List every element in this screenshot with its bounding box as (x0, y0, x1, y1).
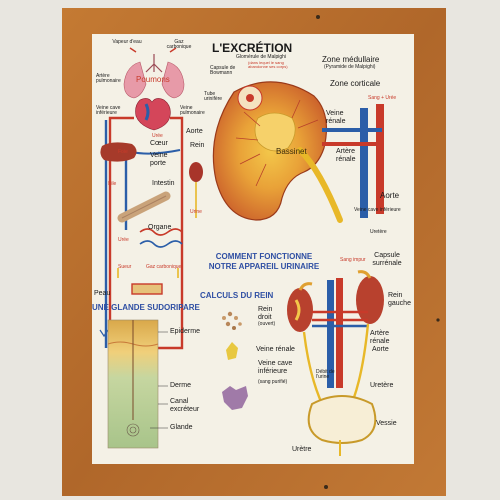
label-gaz-carbonique: Gaz carbonique (166, 39, 192, 50)
left-kidney-icon (356, 276, 384, 324)
poster-title: L'EXCRÉTION (212, 41, 293, 55)
label-uree: Urée (118, 237, 129, 243)
label-rein-droit: Rein droit (258, 306, 273, 321)
label-veine-cave-inf-left: Veine cave inférieure (96, 105, 121, 116)
label-glomerule-sub: (dans lequel le sang abandonne ses corps… (248, 60, 288, 69)
label-vessie: Vessie (376, 420, 397, 427)
small-kidney-icon (189, 162, 203, 182)
label-uree-small: Urée (152, 133, 163, 139)
label-veine-porte: Veine porte (150, 152, 168, 167)
label-intestin: Intestin (152, 180, 175, 187)
label-epiderme: Epiderme (170, 328, 200, 335)
label-organe: Organe (148, 224, 172, 231)
comment-heading-line-1: COMMENT FONCTIONNE (215, 252, 313, 261)
label-gaz-carbonique-2: Gaz carbonique (146, 264, 182, 270)
label-bile: Bile (108, 181, 117, 187)
aorta-urinary (336, 278, 343, 388)
label-sang-uree: Sang + Urée (368, 95, 397, 101)
label-vapeur: Vapeur d'eau (112, 39, 142, 45)
calculs-heading: CALCULS DU REIN (200, 291, 274, 300)
pin-icon (324, 485, 328, 489)
label-artere-renale-bottom: Artère rénale (370, 330, 390, 345)
label-uretere-bottom: Uretère (370, 382, 394, 389)
label-glande: Glande (170, 424, 193, 431)
label-ouvert: (ouvert) (258, 321, 276, 327)
label-veine-pulmonaire: Veine pulmonaire (180, 105, 205, 116)
comment-heading-line-2: NOTRE APPAREIL URINAIRE (208, 262, 320, 271)
label-aorte-top: Aorte (380, 191, 400, 200)
label-veine-renale-top: Veine rénale (326, 110, 346, 125)
bladder-icon (307, 395, 377, 444)
aorta-vessel (376, 104, 384, 214)
yellow-stone-icon (226, 342, 238, 360)
label-zone-medullaire: Zone médullaire (322, 55, 380, 64)
label-zone-corticale: Zone corticale (330, 79, 381, 88)
label-coeur: Cœur (150, 140, 168, 147)
vena-cava-vessel (360, 108, 368, 218)
organ-capillaries (139, 228, 183, 236)
kidney-ureter (297, 147, 343, 223)
label-uretre: Urètre (292, 446, 312, 453)
label-peau: Peau (94, 290, 111, 297)
kidney-section-icon (212, 81, 327, 221)
pin-icon (436, 318, 440, 322)
label-sang-impur: Sang impur (340, 257, 366, 263)
label-pyramide: (Pyramide de Malpighi) (324, 64, 376, 70)
coral-stone-icon (222, 386, 248, 410)
label-capsule-surrenale: Capsule surrénale (372, 252, 402, 267)
label-artere-pulmonaire: Artère pulmonaire (96, 73, 121, 84)
label-rein-gauche: Rein gauche (388, 292, 411, 307)
label-foie: Foie (118, 149, 128, 155)
label-bassinet: Bassinet (276, 147, 307, 156)
label-canal-excreteur: Canal excréteur (170, 398, 200, 413)
label-aorte-bottom: Aorte (372, 346, 389, 353)
label-veine-renale-bottom: Veine rénale (256, 346, 295, 353)
heart-icon (135, 98, 171, 131)
lungs-icon (123, 61, 185, 99)
label-debit-urine: Débit de l'urine (316, 369, 335, 380)
label-rein-left: Rein (190, 142, 205, 149)
label-sueur: Sueur (118, 264, 132, 270)
label-tube-urinifere: Tube urinifère (204, 91, 223, 102)
kidney-stones-icon (222, 311, 242, 330)
skin-box (131, 283, 163, 295)
label-uretere-top: Uretère (370, 229, 387, 235)
label-sang-purifie: (sang purifié) (258, 379, 288, 385)
label-veine-cave-inf-top: Veine cave inférieure (354, 207, 401, 213)
label-urine-left: Urine (190, 209, 202, 215)
label-poumons: Poumons (136, 75, 170, 84)
label-aorte-left: Aorte (186, 128, 203, 135)
label-artere-renale-top: Artère rénale (336, 148, 356, 163)
label-capsule-bowmann: Capsule de Bowmann (210, 65, 236, 76)
gland-heading: UNE GLANDE SUDORIPARE (92, 303, 200, 312)
label-glomerule: Glomérule de Malpighi (236, 54, 287, 60)
label-derme: Derme (170, 382, 192, 389)
liver-icon (100, 142, 137, 162)
vena-cava-urinary (327, 280, 334, 388)
pin-icon (316, 15, 320, 19)
label-veine-cave-inf-bottom: Veine cave inférieure (258, 360, 293, 375)
